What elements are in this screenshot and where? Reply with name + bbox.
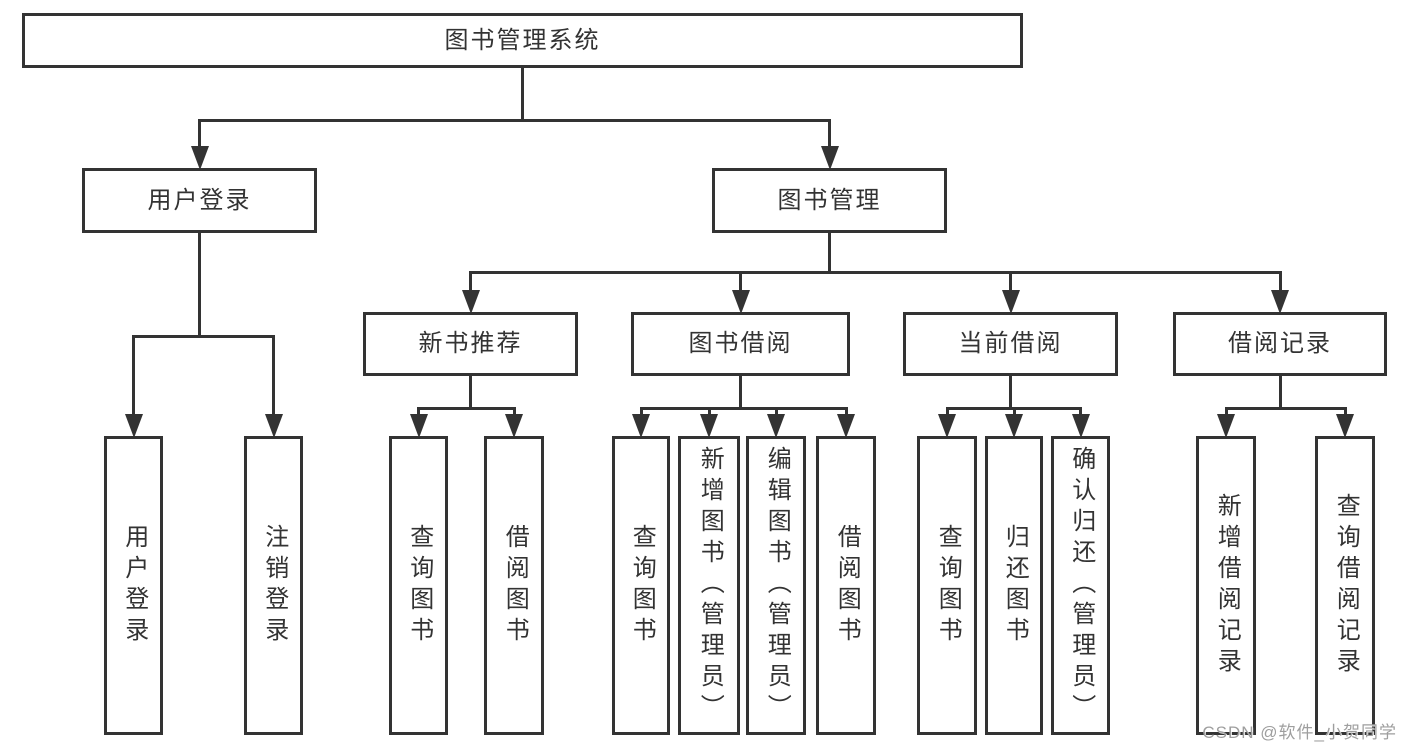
connector-line [417, 407, 516, 410]
arrow-down-icon [1005, 414, 1023, 438]
node-current-borrow: 当前借阅 [903, 312, 1118, 376]
node-leaf-edit-book: 编辑图书（管理员） [746, 436, 806, 735]
arrow-down-icon [409, 414, 428, 438]
arrow-down-icon [1001, 290, 1020, 314]
arrow-down-icon [820, 146, 839, 170]
arrow-down-icon [1071, 414, 1090, 438]
connector-line [1079, 407, 1082, 416]
connector-line [1009, 271, 1012, 292]
connector-line [739, 375, 742, 410]
node-leaf-logout: 注销登录 [244, 436, 303, 735]
node-label: 新增图书（管理员） [696, 446, 724, 725]
connector-line [1343, 407, 1347, 416]
node-label: 新增借阅记录 [1213, 492, 1241, 679]
node-label: 查询图书 [405, 523, 433, 648]
node-label: 确认归还（管理员） [1067, 446, 1095, 725]
arrow-down-icon [632, 414, 650, 438]
connector-line [707, 407, 711, 416]
connector-line [739, 271, 742, 292]
watermark: CSDN @软件_小贺同学 [1202, 723, 1397, 742]
connector-line [1012, 407, 1016, 416]
node-label: 注销登录 [260, 523, 288, 648]
node-leaf-query-book-1: 查询图书 [389, 436, 448, 735]
connector-line [639, 407, 643, 416]
arrow-down-icon [1217, 414, 1235, 438]
connector-line [828, 119, 831, 148]
connector-line [774, 407, 778, 416]
connector-line [639, 407, 848, 410]
connector-line [132, 335, 275, 338]
connector-line [469, 375, 472, 410]
connector-line [198, 119, 201, 148]
connector-line [512, 407, 516, 416]
arrow-down-icon [505, 414, 523, 438]
node-label: 用户登录 [120, 523, 148, 648]
node-label: 借阅图书 [501, 523, 529, 648]
node-book-borrow: 图书借阅 [631, 312, 850, 376]
node-label: 编辑图书（管理员） [763, 446, 791, 725]
connector-line [198, 232, 201, 338]
node-leaf-query-book-2: 查询图书 [612, 436, 670, 735]
connector-line [1278, 271, 1282, 292]
connector-line [469, 271, 472, 292]
node-label: 图书管理系统 [444, 26, 601, 54]
arrow-down-icon [461, 290, 480, 314]
node-user-login: 用户登录 [82, 168, 317, 233]
node-leaf-add-borrow-rec: 新增借阅记录 [1196, 436, 1256, 735]
node-label: 查询借阅记录 [1332, 492, 1360, 679]
node-leaf-borrow-book-1: 借阅图书 [484, 436, 544, 735]
connector-line [1009, 375, 1012, 410]
arrow-down-icon [731, 290, 750, 314]
arrow-down-icon [124, 414, 143, 438]
node-label: 查询图书 [628, 523, 656, 648]
connector-line [1224, 407, 1347, 410]
connector-line [417, 407, 420, 416]
arrow-down-icon [938, 414, 956, 438]
node-label: 图书借阅 [688, 330, 793, 357]
connector-line [132, 335, 135, 416]
node-leaf-borrow-book-2: 借阅图书 [816, 436, 876, 735]
connector-line [469, 271, 1282, 274]
node-book-mgmt: 图书管理 [712, 168, 947, 233]
connector-line [1278, 375, 1282, 410]
arrow-down-icon [264, 414, 283, 438]
node-label: 借阅图书 [833, 523, 861, 648]
node-label: 归还图书 [1001, 523, 1029, 648]
node-leaf-return-book: 归还图书 [985, 436, 1043, 735]
node-label: 借阅记录 [1228, 330, 1332, 357]
node-leaf-confirm-return: 确认归还（管理员） [1051, 436, 1110, 735]
arrow-down-icon [1271, 290, 1289, 314]
connector-line [828, 232, 831, 274]
node-leaf-query-borrow-rec: 查询借阅记录 [1315, 436, 1375, 735]
connector-line [844, 407, 848, 416]
node-borrow-records: 借阅记录 [1173, 312, 1387, 376]
connector-line [521, 67, 524, 122]
node-label: 当前借阅 [958, 330, 1063, 357]
arrow-down-icon [190, 146, 209, 170]
connector-line [272, 335, 275, 416]
arrow-down-icon [700, 414, 718, 438]
node-label: 新书推荐 [418, 330, 523, 357]
node-label: 查询图书 [934, 523, 962, 648]
node-leaf-user-login: 用户登录 [104, 436, 163, 735]
node-label: 图书管理 [777, 186, 882, 214]
arrow-down-icon [1336, 414, 1354, 438]
arrow-down-icon [837, 414, 855, 438]
node-label: 用户登录 [147, 186, 252, 214]
connector-line [945, 407, 949, 416]
connector-line [1224, 407, 1228, 416]
node-leaf-query-book-3: 查询图书 [917, 436, 977, 735]
node-root: 图书管理系统 [22, 13, 1023, 68]
node-new-book-rec: 新书推荐 [363, 312, 578, 376]
arrow-down-icon [767, 414, 785, 438]
connector-line [198, 119, 831, 122]
node-leaf-add-book: 新增图书（管理员） [678, 436, 740, 735]
